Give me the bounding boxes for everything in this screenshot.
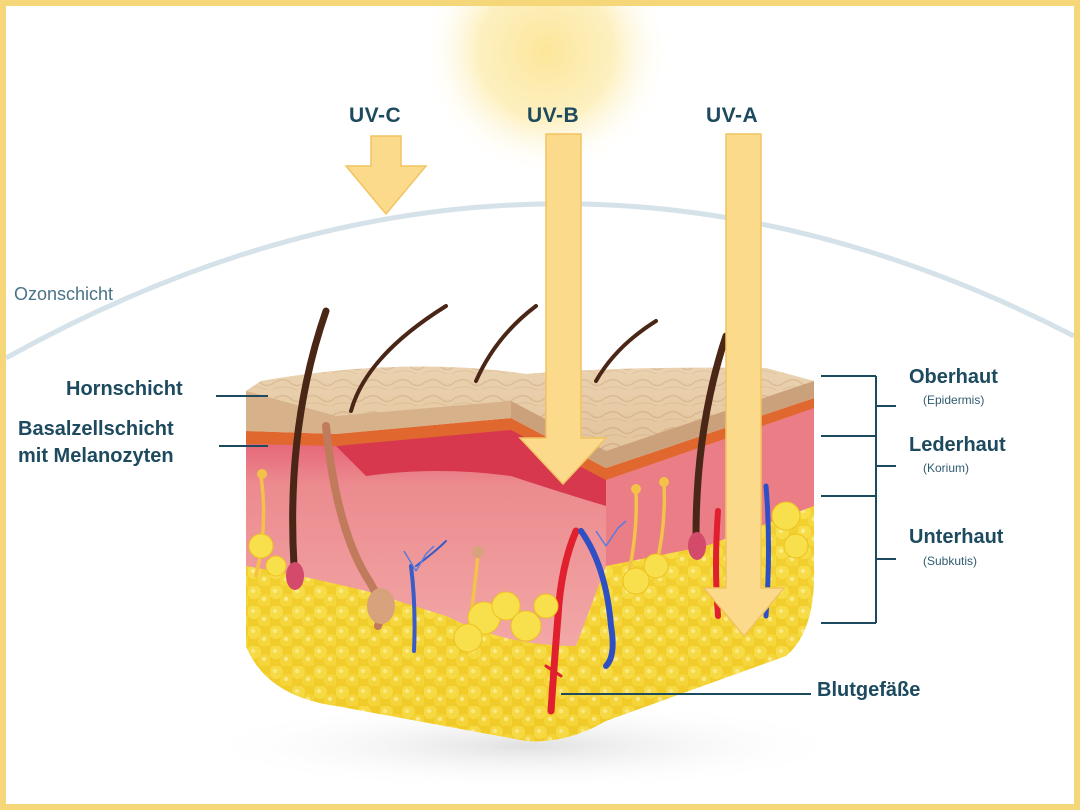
hornschicht-label: Hornschicht [66,378,183,400]
uv-a-label: UV-A [706,104,759,127]
subkutis-sublabel: (Subkutis) [923,554,978,568]
lederhaut-label: Lederhaut [909,434,1006,456]
skin-illustration [6,6,1074,791]
korium-sublabel: (Korium) [923,461,970,475]
blutgefaesse-label: Blutgefäße [817,679,921,701]
basalzellschicht-label: Basalzellschicht mit Melanozyten [18,416,174,470]
sun-glow [421,6,671,176]
uv-a-arrow [702,133,786,638]
uv-c-arrow [344,135,428,216]
block-shadow [196,701,856,791]
oberhaut-label: Oberhaut [909,366,998,388]
ozone-layer-arc [6,201,1074,361]
leader-lines [216,375,896,695]
epidermis-edge [246,391,511,434]
uv-b-label: UV-B [527,104,580,127]
uv-c-label: UV-C [349,104,402,127]
basalzellschicht-line1: Basalzellschicht [18,418,174,440]
uv-b-arrow [518,133,608,486]
hairs [289,304,730,570]
sweat-gland [367,588,395,624]
uv-arrows [344,133,786,638]
ozone-label: Ozonschicht [14,284,114,304]
dermis-side [606,401,814,566]
unterhaut-label: Unterhaut [909,526,1004,548]
basalzellschicht-line2: mit Melanozyten [18,445,174,467]
fat-cells [248,501,809,653]
epidermis-sublabel: (Epidermis) [923,393,985,407]
